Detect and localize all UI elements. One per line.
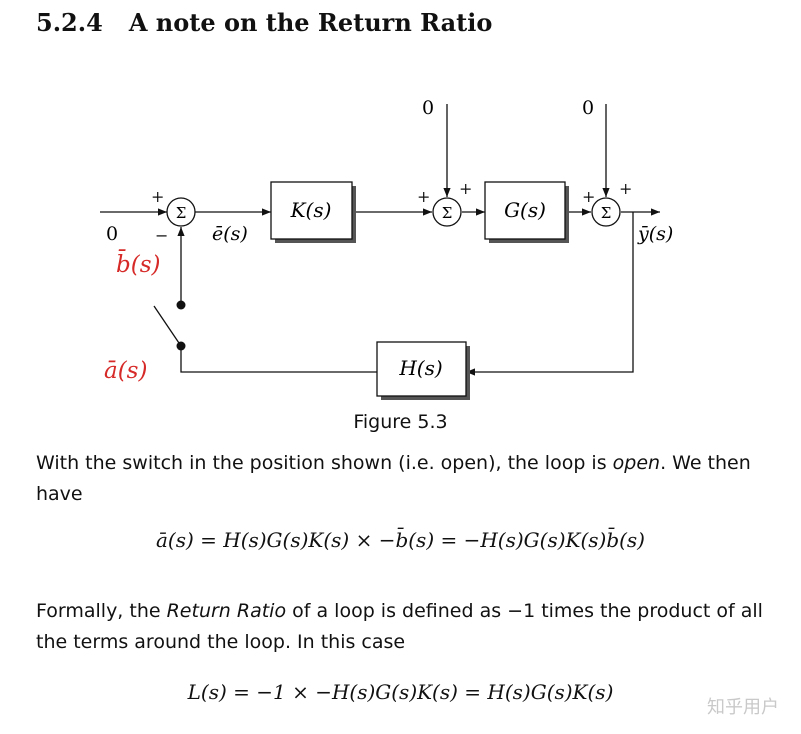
sign-plus-sum1: + [151,187,164,206]
svg-text:H(s): H(s) [398,356,442,380]
section-number: 5.2.4 [36,8,103,37]
svg-text:Σ: Σ [601,204,612,222]
sum-junction-3: Σ [591,197,621,227]
equation-1: ā(s) = H(s)G(s)K(s) × −b̄(s) = −H(s)G(s)… [0,528,801,552]
block-k: K(s) [270,181,356,243]
sum-junction-2: Σ [432,197,462,227]
paragraph-2-text-a: Formally, the [36,600,167,622]
paragraph-1-text-a: With the switch in the position shown (i… [36,452,613,474]
svg-text:Σ: Σ [176,204,187,222]
paragraph-2: Formally, the Return Ratio of a loop is … [36,596,776,658]
block-g: G(s) [484,181,569,243]
figure-caption: Figure 5.3 [353,411,448,433]
wire-feedback-to-h [466,212,634,376]
equation-1-text: ā(s) = H(s)G(s)K(s) × −b̄(s) = −H(s)G(s)… [155,528,645,552]
error-signal-label: ē(s) [212,223,248,245]
paragraph-1-emphasis: open [612,452,661,474]
switch-contact-bottom [176,341,186,351]
paragraph-1: With the switch in the position shown (i… [36,448,776,510]
sign-plus-sum3-top: + [619,179,632,198]
sign-plus-sum2-top: + [459,179,472,198]
svg-text:G(s): G(s) [504,198,546,222]
sign-plus-sum3-left: + [582,187,595,206]
disturbance2-label: 0 [582,97,594,119]
input-label: 0 [106,223,118,245]
disturbance1-label: 0 [422,97,434,119]
b-signal-label: b̄(s) [116,250,160,278]
sign-minus-sum1: − [155,226,168,245]
switch-lever[interactable] [153,305,182,347]
section-title: A note on the Return Ratio [128,8,493,37]
paragraph-2-text-b: of a loop is defined as −1 times the pro… [36,600,763,653]
output-signal-label: ȳ(s) [637,223,673,245]
sum-junction-1: Σ [166,197,196,227]
block-h: H(s) [376,341,470,400]
sign-plus-sum2-left: + [417,187,430,206]
a-signal-label: ā(s) [104,358,147,384]
switch-contact-top [176,300,186,310]
equation-2-text: L(s) = −1 × −H(s)G(s)K(s) = H(s)G(s)K(s) [187,680,614,704]
svg-text:K(s): K(s) [290,198,332,222]
section-heading: 5.2.4 A note on the Return Ratio [36,8,492,37]
paragraph-1-text-b: . We then have [36,452,751,505]
equation-2: L(s) = −1 × −H(s)G(s)K(s) = H(s)G(s)K(s) [0,680,801,704]
block-diagram: Σ Σ Σ K(s) G(s) H(s) + − + + + + 0 0 0 ē… [100,97,673,400]
watermark: 知乎用户 [707,697,779,718]
svg-text:Σ: Σ [442,204,453,222]
paragraph-2-emphasis: Return Ratio [166,600,287,622]
wire-h-to-switch [180,346,377,373]
